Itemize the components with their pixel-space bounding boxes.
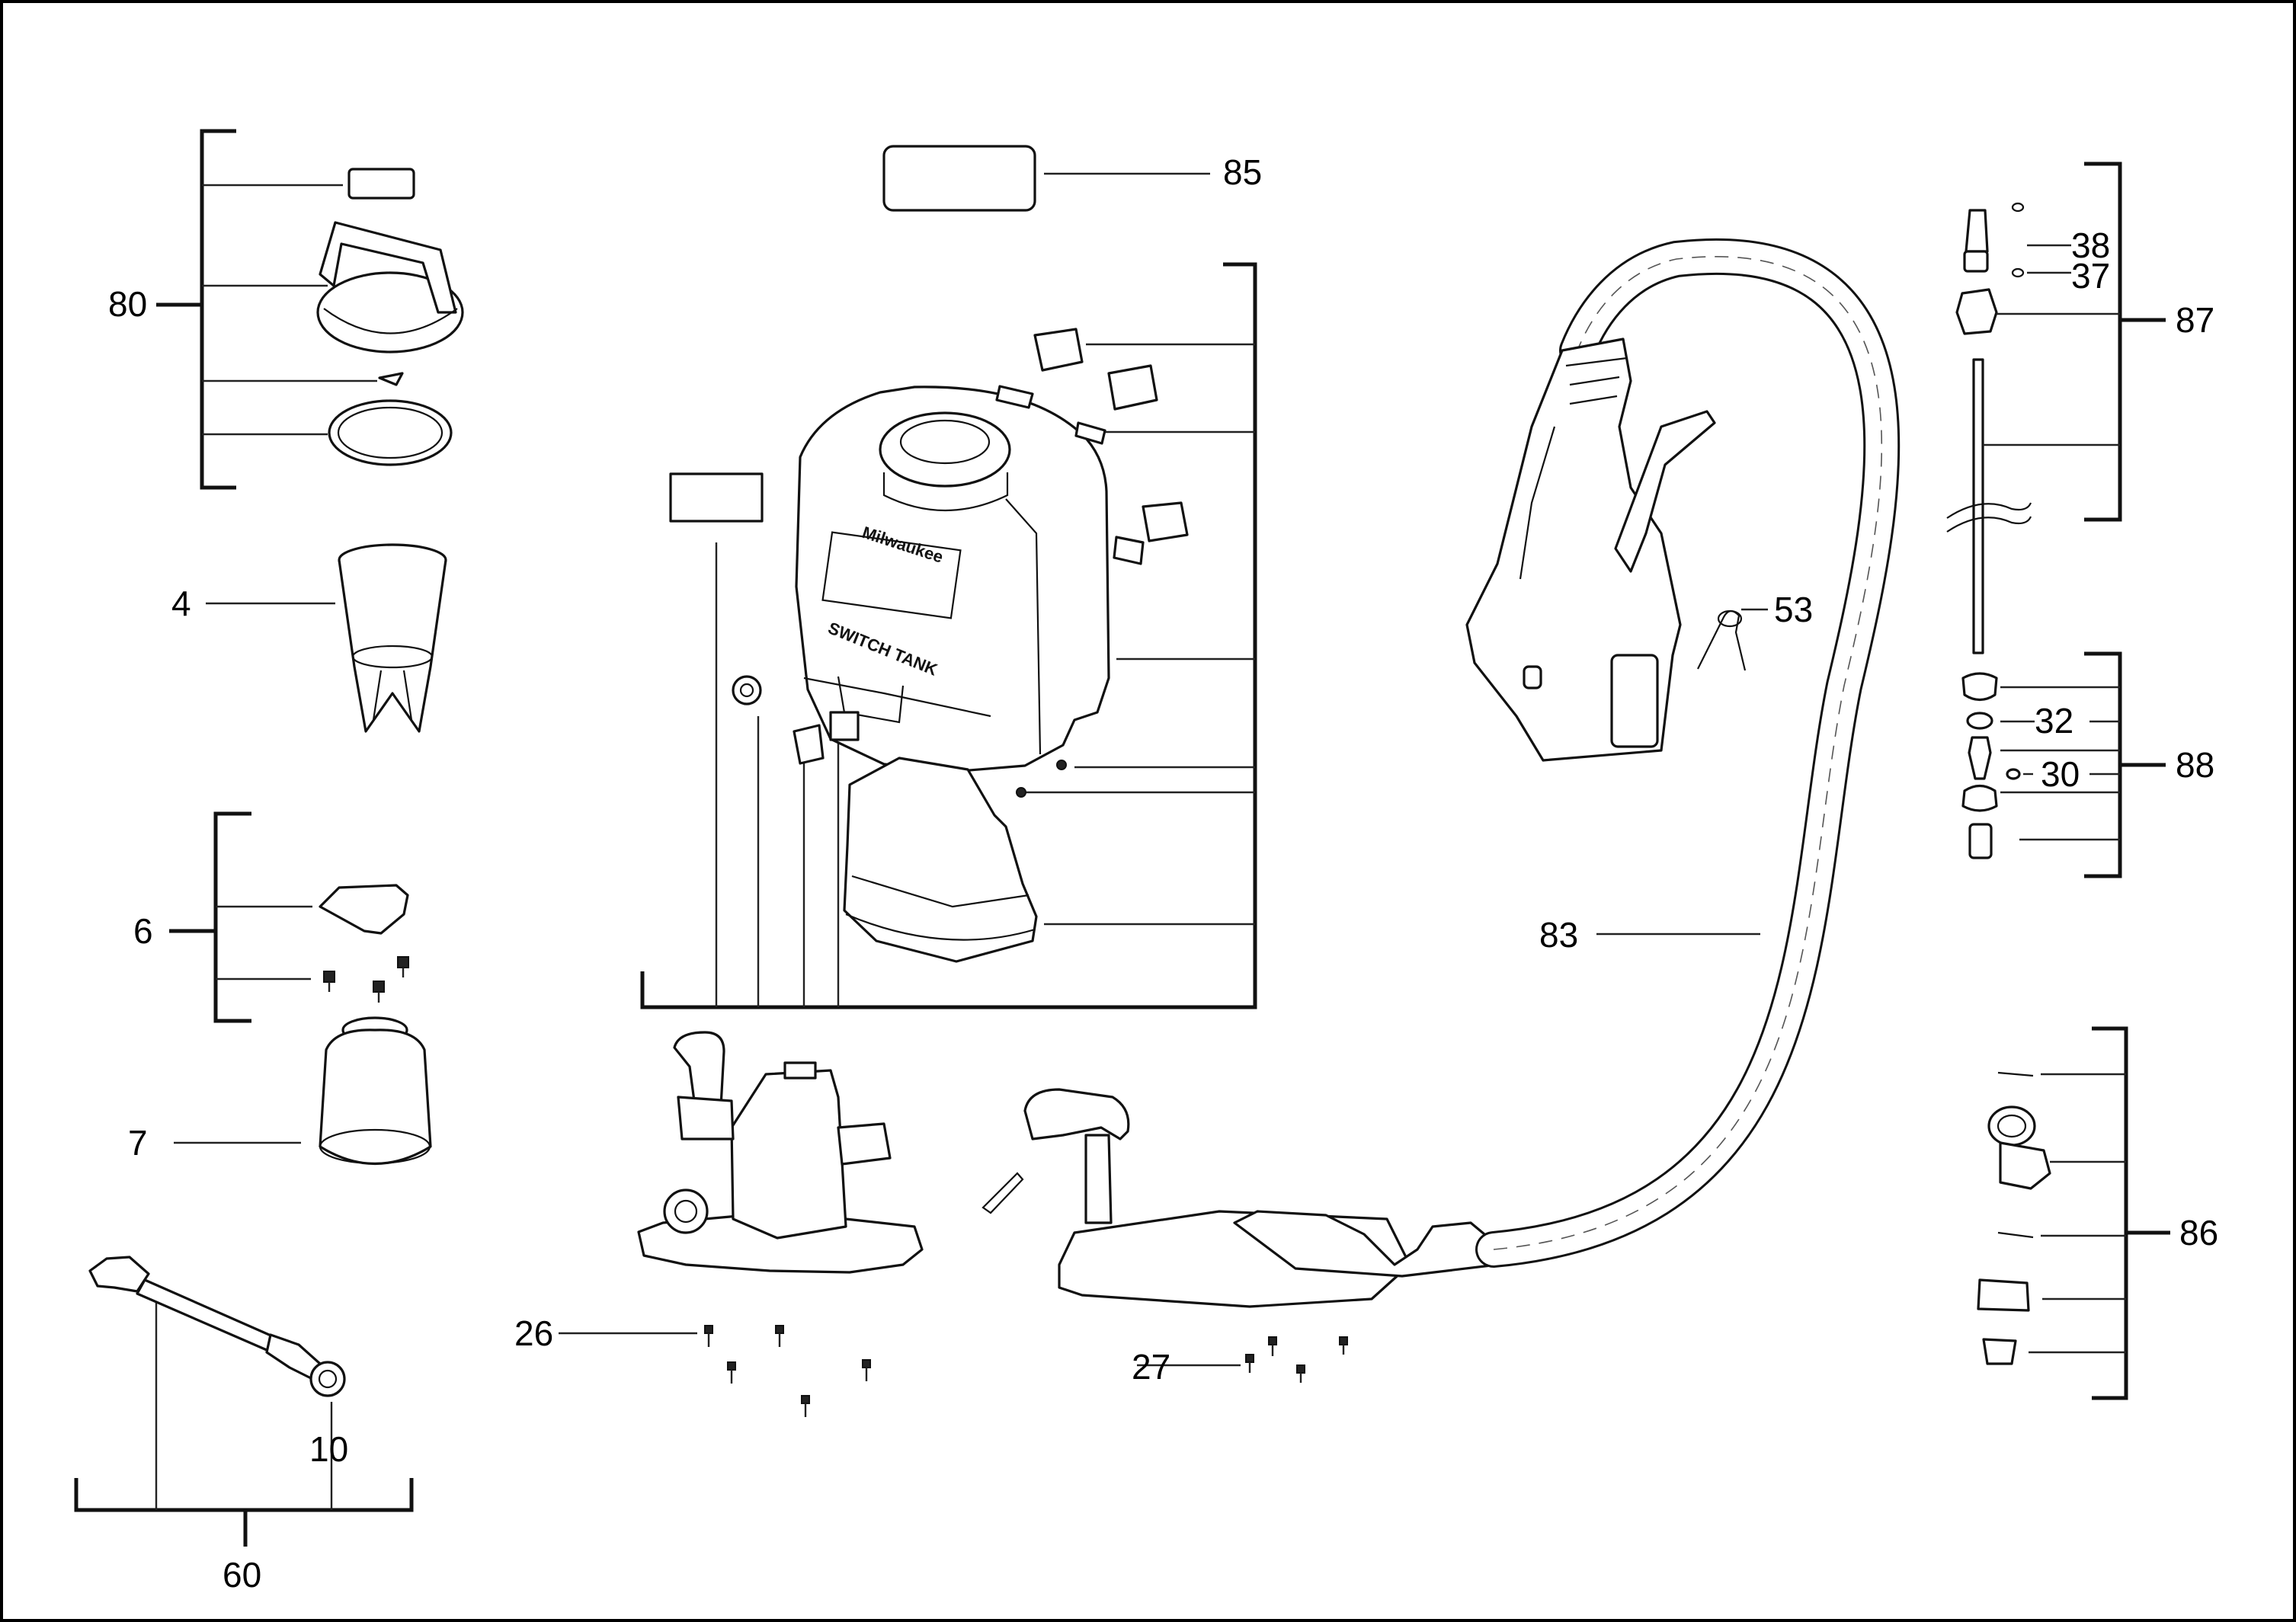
connector-elbow <box>1023 1088 1130 1141</box>
callout-83: 83 <box>1539 915 1578 955</box>
group-6-collar: 6 <box>133 811 409 1023</box>
hose-strain-relief <box>1233 1210 1499 1278</box>
part-85-label: 85 <box>882 145 1262 212</box>
tank-assembly: Milwaukee SWITCH TANK <box>640 262 1257 1009</box>
hose-nut-part <box>1977 1278 2030 1312</box>
callout-60: 60 <box>223 1555 261 1595</box>
nozzle-adapter-part <box>1968 823 1993 859</box>
callout-38: 38 <box>2071 226 2110 265</box>
o-ring-32 <box>1966 712 1993 730</box>
callout-4: 4 <box>171 584 191 623</box>
group-87-nozzle-extension: 38 37 87 <box>1946 162 2214 654</box>
hose-connector-assembly: 27 <box>1023 1088 1499 1387</box>
grommet-part <box>732 675 762 705</box>
swivel-elbow-part <box>1987 1105 2051 1190</box>
tank-plug-1 <box>1056 760 1067 770</box>
callout-26: 26 <box>514 1313 553 1353</box>
collar-part <box>319 884 409 935</box>
o-ring-30 <box>2006 768 2021 780</box>
pump-screws <box>704 1325 871 1417</box>
wand-tube <box>136 1278 276 1352</box>
tank-base-part <box>843 757 1038 963</box>
bracket-tank-assembly <box>640 262 1257 1009</box>
cap-o-ring-part <box>328 399 453 466</box>
nozzle-nut-part <box>1955 288 1998 335</box>
hose-clip-part <box>981 1172 1024 1214</box>
collar-screws <box>323 956 409 1003</box>
cap-valve-part <box>378 372 404 386</box>
part-7-cup: 7 <box>128 1016 432 1165</box>
callout-27: 27 <box>1132 1347 1170 1387</box>
group-88-nozzle-kit: 32 30 88 <box>1961 651 2214 878</box>
trigger-handle-part <box>1465 338 1716 762</box>
bracket-80 <box>200 129 236 490</box>
strap-clips <box>793 328 1189 765</box>
tank-warning-label <box>669 472 764 523</box>
callout-86: 86 <box>2179 1213 2218 1252</box>
callout-53: 53 <box>1774 590 1813 629</box>
group-80-cap-assembly: 80 <box>108 129 464 490</box>
callout-30: 30 <box>2041 754 2080 794</box>
callout-87: 87 <box>2176 300 2214 340</box>
hose-83: 83 <box>1475 238 1901 1268</box>
pads <box>995 385 1145 565</box>
extension-tube-part <box>1972 358 1984 654</box>
part-53-spring: 53 <box>1697 590 1813 671</box>
part-4-strainer: 4 <box>171 543 447 733</box>
callout-88: 88 <box>2176 745 2214 785</box>
pump-motor-housing <box>730 1069 847 1240</box>
hose-insert-part <box>1982 1338 2017 1365</box>
tank-cap-part <box>316 221 464 354</box>
pump-inlet-fitting <box>663 1189 709 1234</box>
callout-85: 85 <box>1223 152 1262 192</box>
bracket-6 <box>213 811 251 1023</box>
connector-screws <box>1245 1336 1348 1383</box>
nozzle-insert-part <box>1968 736 1992 780</box>
pump-assembly: 26 <box>514 1031 924 1417</box>
group-86-hose-fittings: 86 <box>1977 1026 2218 1400</box>
callout-6: 6 <box>133 911 153 951</box>
callout-10: 10 <box>309 1429 348 1469</box>
nozzle-tip-part <box>1965 209 1989 253</box>
nozzle-cap-part <box>1961 672 1998 702</box>
group-60-wand: 10 60 <box>74 1256 414 1595</box>
bracket-87 <box>2084 162 2122 522</box>
tank-plug-2 <box>1016 787 1026 798</box>
spray-tank-body: Milwaukee SWITCH TANK <box>795 386 1110 773</box>
battery-pack <box>1610 654 1659 748</box>
callout-80: 80 <box>108 284 147 324</box>
bracket-60 <box>74 1478 414 1512</box>
callout-32: 32 <box>2035 701 2073 741</box>
callout-7: 7 <box>128 1123 148 1163</box>
trigger-lever <box>1614 410 1716 573</box>
callout-37: 37 <box>2071 256 2110 296</box>
wand-nozzle <box>88 1256 150 1293</box>
cap-label-part <box>347 168 415 200</box>
bracket-86 <box>2092 1026 2128 1400</box>
wand-fitting-10 <box>309 1361 346 1397</box>
nozzle-body-part <box>1961 784 1998 812</box>
